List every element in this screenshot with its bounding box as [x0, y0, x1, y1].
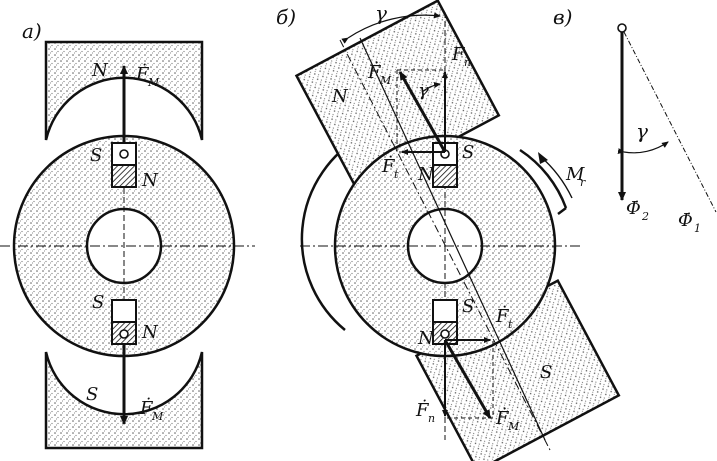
angle-arc-small-b	[421, 82, 441, 93]
label-north-bottom-magnet-b: N	[417, 328, 435, 349]
label-force-bottom-a: Ḟ	[139, 396, 154, 419]
label-angle-small-b: γ	[418, 80, 429, 101]
label-force-tangent-bottom-sub-b: t	[508, 318, 513, 331]
force-magnetic-top-b	[398, 71, 447, 153]
label-north-bottom-magnet-a: N	[141, 322, 159, 343]
panel-label-b: б)	[276, 5, 296, 29]
label-force-magnetic-top-sub-b: M	[379, 74, 392, 87]
label-north-top-magnet-b: N	[417, 164, 435, 185]
label-flux-2-c: Φ̇	[626, 198, 641, 219]
magnet-bottom-s-b	[432, 299, 458, 323]
force-magnetic-bottom-b	[443, 339, 492, 419]
panel-b: б) γ Ḟ M Ḟ п γ N S Ḟ t N M r S Ḟ t N S Ḟ…	[276, 0, 621, 461]
label-force-tangent-bottom-b: Ḟ	[495, 304, 510, 327]
magnet-top-n-b	[432, 164, 458, 188]
angle-arc-top-b	[341, 12, 441, 44]
phasor-flux-1-c	[623, 31, 717, 213]
label-torque-b: M	[565, 164, 585, 185]
label-north-pole-top-b: N	[331, 86, 349, 107]
label-force-tangent-top-sub-b: t	[394, 168, 399, 181]
label-south-top-magnet-b: S	[462, 142, 474, 163]
panel-label-a: а)	[22, 19, 42, 43]
label-south-pole-bottom-b: S	[540, 362, 552, 383]
stator-pole-bottom-a	[44, 351, 204, 450]
label-force-magnetic-bottom-sub-b: M	[507, 420, 520, 433]
label-force-normal-top-sub-b: п	[464, 56, 471, 69]
label-south-bottom-magnet-b: S	[462, 296, 474, 317]
label-force-normal-bottom-sub-b: п	[428, 412, 435, 425]
label-force-tangent-top-b: Ḟ	[381, 154, 396, 177]
panel-a: а) N Ḟ M S N S N S Ḟ M	[0, 19, 255, 450]
label-force-top-a: Ḟ	[135, 62, 150, 85]
label-flux-2-sub-c: 2	[641, 210, 649, 223]
label-angle-top-b: γ	[375, 1, 387, 25]
label-south-top-magnet-a: S	[90, 145, 102, 166]
label-south-bottom-a: S	[86, 384, 98, 405]
label-north-top-magnet-a: N	[141, 170, 159, 191]
label-angle-c: γ	[636, 119, 648, 143]
label-flux-1-c: Φ̇	[678, 210, 693, 231]
label-north-top-a: N	[91, 60, 109, 81]
angle-arc-c	[617, 141, 669, 154]
label-force-normal-top-b: Ḟ	[451, 42, 466, 65]
label-force-top-sub-a: M	[147, 76, 160, 89]
torque-arrowhead-b	[538, 152, 548, 164]
label-force-bottom-sub-a: M	[151, 410, 164, 423]
label-force-magnetic-bottom-b: Ḟ	[495, 406, 510, 429]
magnet-bottom-s-a	[111, 299, 137, 323]
stator-pole-top-a	[44, 40, 204, 141]
panel-label-c: в)	[553, 5, 572, 29]
label-force-magnetic-top-b: Ḟ	[367, 60, 382, 83]
label-force-normal-bottom-b: Ḟ	[415, 398, 430, 421]
pole-edge-line-b	[359, 37, 546, 441]
panel-c: в) γ Φ̇ 2 Φ̇ 1	[553, 5, 717, 235]
label-flux-1-sub-c: 1	[694, 222, 701, 235]
magnet-top-n-a	[111, 164, 137, 188]
stator-arc-right-b	[519, 148, 568, 209]
label-torque-sub-b: r	[580, 176, 586, 189]
label-south-bottom-magnet-a: S	[92, 292, 104, 313]
phasor-origin-c	[617, 23, 627, 33]
stator-arc-left-b	[300, 134, 363, 331]
pole-axis-b	[339, 39, 551, 451]
